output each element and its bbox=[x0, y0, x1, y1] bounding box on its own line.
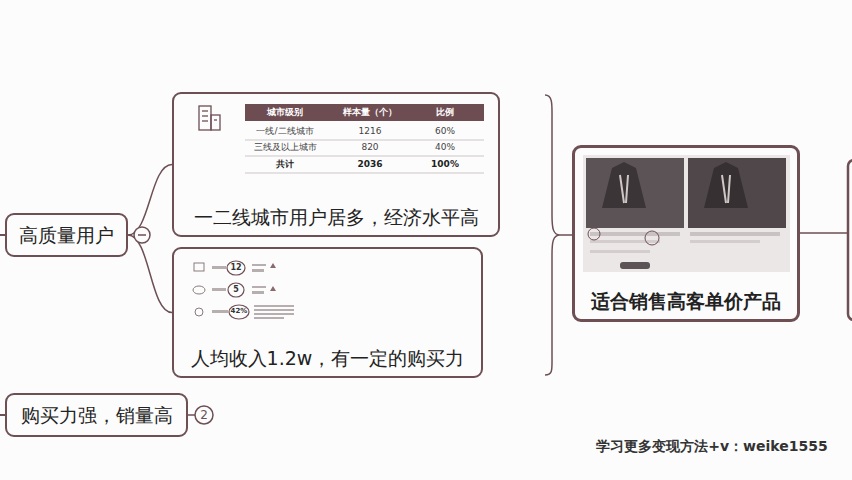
table-cell: 60% bbox=[435, 127, 455, 137]
node-text: 一二线城市用户居多，经济水平高 bbox=[194, 206, 479, 229]
building-icon bbox=[199, 106, 220, 130]
node-text: 人均收入1.2w，有一定的购买力 bbox=[191, 347, 465, 370]
branch-line bbox=[800, 232, 848, 234]
collapse-toggle bbox=[138, 234, 146, 236]
branch-stub bbox=[188, 414, 195, 416]
table-header-cell: 样本量（个） bbox=[343, 108, 397, 118]
table-cell: 一线/二线城市 bbox=[256, 127, 313, 137]
table-cell: 820 bbox=[361, 143, 378, 153]
infographic-text-placeholder bbox=[212, 264, 294, 319]
infographic-icon bbox=[193, 263, 205, 316]
table-header bbox=[245, 104, 484, 121]
table-cell: 100% bbox=[431, 160, 459, 170]
table-cell: 1216 bbox=[359, 127, 382, 137]
detail-box: 人均收入1.2w，有一定的购买力 bbox=[172, 247, 483, 378]
node-text: 高质量用户 bbox=[19, 224, 114, 247]
table-rule bbox=[245, 156, 484, 157]
branch-connector bbox=[128, 235, 172, 313]
stat-number: 12 bbox=[230, 264, 241, 273]
curly-bracket bbox=[545, 95, 560, 375]
callout-number: 2 bbox=[200, 409, 208, 422]
expand-toggle bbox=[195, 406, 213, 424]
node-text: 购买力强，销量高 bbox=[21, 404, 173, 427]
detail-box: 适合销售高客单价产品 bbox=[572, 145, 800, 322]
partial-box bbox=[848, 160, 852, 320]
table-cell: 2036 bbox=[357, 160, 382, 170]
table-cell: 40% bbox=[435, 143, 455, 153]
table-header-cell: 城市级别 bbox=[267, 108, 303, 118]
table-cell: 共计 bbox=[276, 160, 294, 170]
table-rule bbox=[245, 173, 484, 174]
table-cell: 三线及以上城市 bbox=[254, 143, 317, 153]
topic-box: 高质量用户 bbox=[5, 213, 128, 257]
trend-arrow bbox=[270, 263, 276, 291]
topic-box: 购买力强，销量高 bbox=[5, 393, 188, 437]
infographic-ring bbox=[227, 261, 249, 319]
collapse-toggle bbox=[134, 227, 150, 243]
table-header-cell: 比例 bbox=[436, 108, 454, 118]
product-photo bbox=[583, 155, 790, 272]
bracket-connector bbox=[560, 234, 572, 236]
watermark: 学习更多变现方法+v：weike1555 bbox=[596, 439, 827, 454]
stat-number: 42% bbox=[231, 308, 248, 316]
stat-number: 5 bbox=[233, 286, 239, 295]
node-text: 适合销售高客单价产品 bbox=[591, 290, 781, 313]
branch-connector bbox=[128, 165, 172, 236]
table-rule bbox=[245, 140, 484, 141]
